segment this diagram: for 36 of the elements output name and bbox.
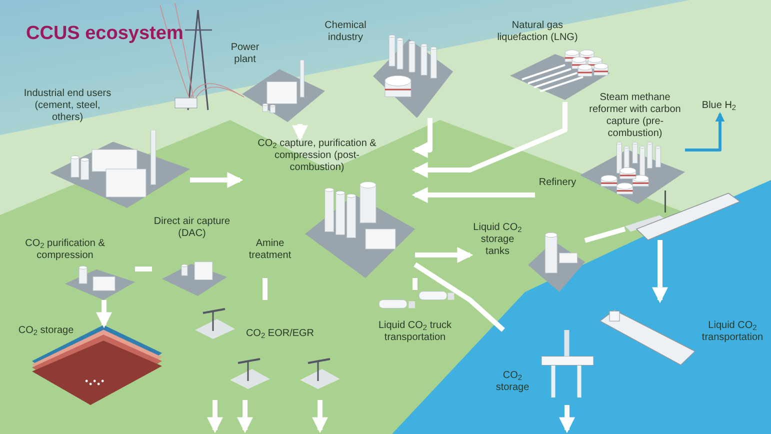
flow-arrow <box>652 240 668 304</box>
flow-arrow <box>96 300 112 328</box>
facility-label: CO$_{2}$ capture, purification & compression (post-combustion) <box>256 138 378 174</box>
flow-arrow <box>412 187 535 203</box>
facility-label: CO$_{2}$ purification & compression <box>24 238 106 262</box>
flow-arrow <box>207 400 223 434</box>
pipeline <box>262 278 268 300</box>
facility-label: Natural gas liquefaction (LNG) <box>496 20 579 44</box>
flow-arrow <box>312 400 328 434</box>
facility-label: Refinery <box>538 177 578 189</box>
facility-label: CO$_{2}$ EOR/EGR <box>244 328 316 340</box>
pipeline <box>412 278 418 290</box>
facility-label: Power plant <box>230 42 260 66</box>
facility-label: CO$_{2}$ storage <box>17 325 75 337</box>
facility-label: Direct air capture (DAC) <box>152 216 232 240</box>
flow-arrow <box>292 124 308 142</box>
flow-arrow <box>412 102 568 178</box>
flow-arrow <box>559 405 575 434</box>
flow-arrow <box>237 400 253 434</box>
diagram-title: CCUS ecosystem <box>26 22 184 46</box>
pipeline <box>584 226 626 243</box>
facility-label: Steam methane reformer with carbon capture (pre-combustion) <box>588 92 682 140</box>
facility-label: Chemical industry <box>324 20 368 44</box>
pipeline <box>414 262 505 332</box>
flow-arrow <box>190 172 244 188</box>
flow-arrow <box>685 112 725 152</box>
facility-label: Liquid CO$_{2}$ truck transportation <box>377 320 453 344</box>
flow-arrow <box>415 247 474 263</box>
facility-label: Blue H$_{2}$ <box>700 100 738 112</box>
pipeline <box>135 266 152 272</box>
facility-label: Amine treatment <box>248 238 292 262</box>
flow-arrow <box>412 118 432 158</box>
facility-label: Liquid CO$_{2}$ storage tanks <box>472 222 523 258</box>
facility-label: Liquid CO$_{2}$ transportation <box>700 320 764 344</box>
facility-label: Industrial end users (cement, steel, others) <box>22 88 112 124</box>
facility-label: CO$_{2}$ storage <box>494 370 530 394</box>
